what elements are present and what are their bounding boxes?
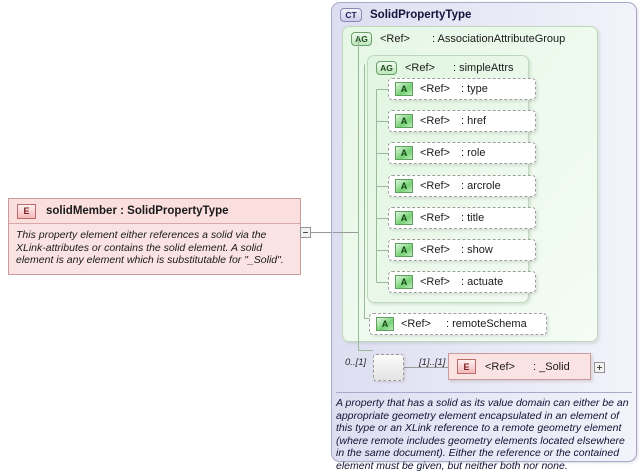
attributegroup-associationattributegroup-header: AG <Ref> : AssociationAttributeGroup xyxy=(351,32,565,46)
attribute-row[interactable]: A <Ref> : title xyxy=(388,207,536,229)
attribute-name-label: : remoteSchema xyxy=(446,318,527,330)
element-solidmember-annotation: This property element either references … xyxy=(9,223,300,274)
element-solid-expand-toggle-icon[interactable] xyxy=(594,362,605,373)
element-icon: E xyxy=(457,359,476,374)
attribute-name-label: : arcrole xyxy=(461,180,501,192)
attributegroup-ref-label: <Ref> xyxy=(380,33,410,45)
attributegroup-separator: : xyxy=(431,33,438,45)
element-collapse-toggle-icon[interactable] xyxy=(300,227,311,238)
attribute-ref-label: <Ref> xyxy=(420,147,450,159)
attributegroup-name-label: : AssociationAttributeGroup xyxy=(432,33,565,45)
attributegroup-ref-label: <Ref> xyxy=(405,62,435,74)
attribute-icon: A xyxy=(395,114,413,128)
element-solid-ref-label: <Ref> xyxy=(485,360,515,373)
attributegroup-name-label: : simpleAttrs xyxy=(453,62,514,74)
complextype-title: SolidPropertyType xyxy=(370,9,472,21)
attribute-ref-label: <Ref> xyxy=(401,318,431,330)
attribute-row[interactable]: A <Ref> : show xyxy=(388,239,536,261)
occurrence-left-label: 0..[1] xyxy=(345,357,367,368)
complextype-icon: CT xyxy=(340,8,362,22)
attribute-name-label: : href xyxy=(461,115,487,127)
element-solidmember-title: solidMember : SolidPropertyType xyxy=(46,205,229,217)
attribute-icon: A xyxy=(376,317,394,331)
element-solidmember-header: E solidMember : SolidPropertyType xyxy=(9,199,300,223)
attribute-row[interactable]: A <Ref> : href xyxy=(388,110,536,132)
element-solid-name-label: : _Solid xyxy=(533,360,570,373)
attribute-name-label: : title xyxy=(461,212,485,224)
attributegroup-separator: : xyxy=(452,62,460,74)
attributegroup-icon: AG xyxy=(376,61,397,75)
attribute-icon: A xyxy=(395,211,413,225)
attributegroup-simpleattrs-header: AG <Ref> : simpleAttrs xyxy=(376,61,514,75)
attribute-icon: A xyxy=(395,179,413,193)
complextype-annotation: A property that has a solid as its value… xyxy=(336,392,632,472)
attribute-icon: A xyxy=(395,82,413,96)
attribute-icon: A xyxy=(395,243,413,257)
complextype-header: CT SolidPropertyType xyxy=(340,8,471,22)
attribute-ref-label: <Ref> xyxy=(420,115,450,127)
attributegroup-name: AssociationAttributeGroup xyxy=(437,33,566,45)
element-solid-box[interactable]: E <Ref> : _Solid xyxy=(448,353,591,380)
occurrence-right-label: [1]..[1] xyxy=(419,357,446,368)
attribute-name-label: : show xyxy=(461,244,493,256)
attribute-name-label: : role xyxy=(461,147,486,159)
attribute-row-remoteschema[interactable]: A <Ref> : remoteSchema xyxy=(369,313,547,335)
element-to-type-connector xyxy=(301,232,332,233)
attribute-name-label: : type xyxy=(461,83,488,95)
attribute-ref-label: <Ref> xyxy=(420,180,450,192)
attributegroup-icon: AG xyxy=(351,32,372,46)
attribute-ref-label: <Ref> xyxy=(420,276,450,288)
attribute-row[interactable]: A <Ref> : role xyxy=(388,142,536,164)
attributegroup-name: simpleAttrs xyxy=(459,62,514,74)
element-icon: E xyxy=(17,203,36,219)
attribute-ref-label: <Ref> xyxy=(420,244,450,256)
attribute-row[interactable]: A <Ref> : type xyxy=(388,78,536,100)
attribute-ref-label: <Ref> xyxy=(420,212,450,224)
attribute-ref-label: <Ref> xyxy=(420,83,450,95)
choice-compositor-icon[interactable] xyxy=(373,354,404,381)
element-solidmember-box[interactable]: E solidMember : SolidPropertyType This p… xyxy=(8,198,301,275)
attribute-icon: A xyxy=(395,146,413,160)
attribute-name-label: : actuate xyxy=(461,276,504,288)
attribute-icon: A xyxy=(395,275,413,289)
attribute-row[interactable]: A <Ref> : arcrole xyxy=(388,175,536,197)
attribute-row[interactable]: A <Ref> : actuate xyxy=(388,271,536,293)
